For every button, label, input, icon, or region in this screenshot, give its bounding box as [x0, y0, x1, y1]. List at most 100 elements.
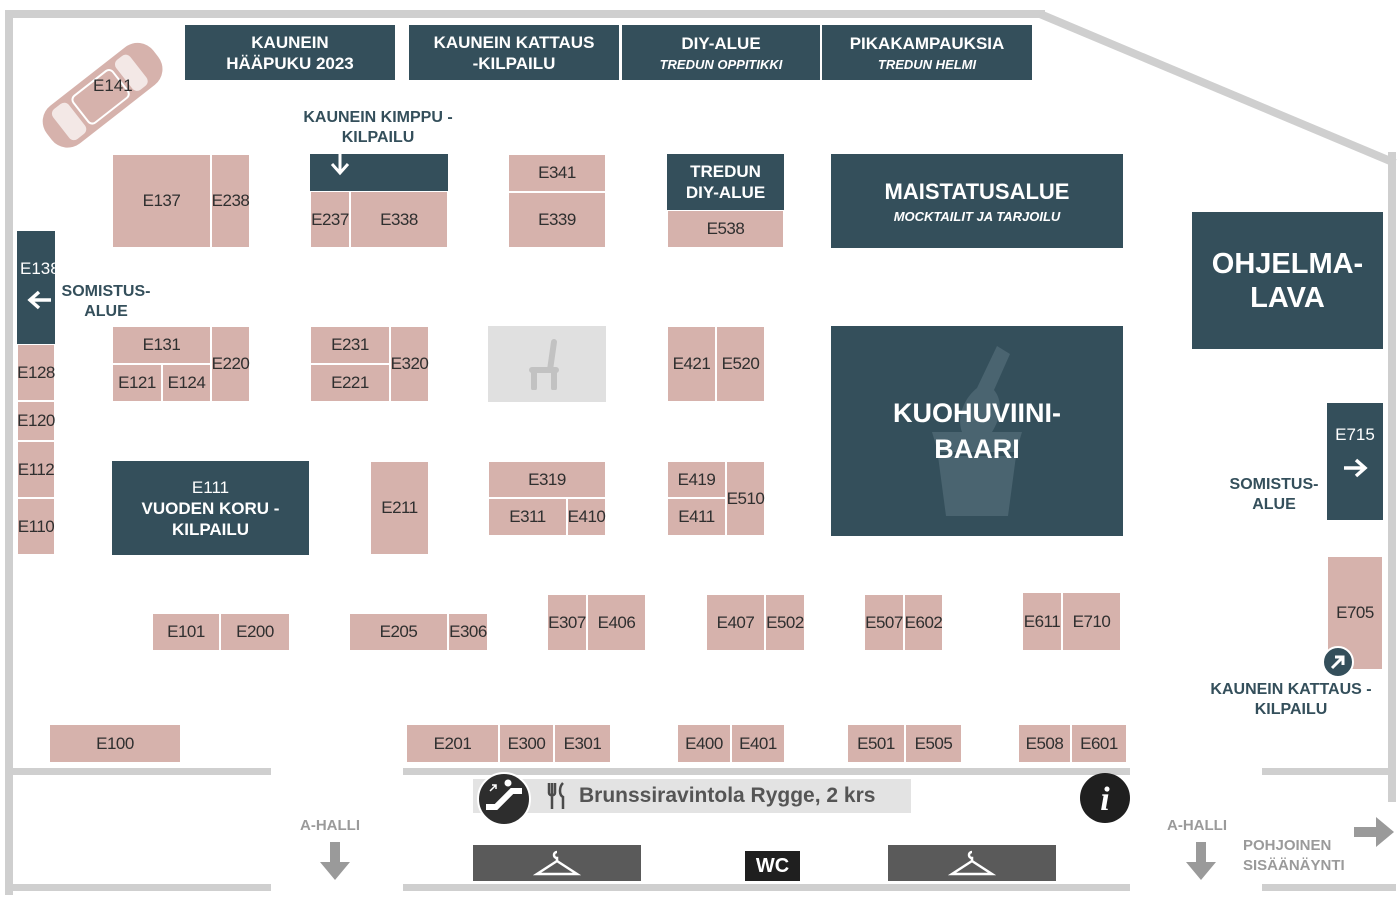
- stand-E141[interactable]: E141: [93, 76, 133, 95]
- hanger-icon: [533, 850, 581, 876]
- stand-E319[interactable]: E319: [488, 461, 606, 498]
- stand-E411[interactable]: E411: [667, 498, 726, 536]
- wall-diagonal: [1038, 10, 1397, 167]
- vuoden-koru-code: E111: [191, 477, 230, 497]
- wall-left: [5, 10, 13, 895]
- stand-E419[interactable]: E419: [667, 461, 726, 498]
- kuohuviini-label: KUOHUVIINI- BAARI: [893, 398, 1061, 464]
- stand-E407[interactable]: E407: [706, 594, 765, 651]
- stand-E131[interactable]: E131: [112, 326, 211, 364]
- stand-E201[interactable]: E201: [406, 724, 499, 763]
- area-E138[interactable]: E138: [17, 231, 60, 344]
- wall-bottom-right-upper: [1262, 768, 1396, 775]
- stand-E301[interactable]: E301: [554, 724, 611, 763]
- entrance-label: POHJOINEN SISÄÄNÄYNTI: [1243, 837, 1345, 874]
- stand-E520[interactable]: E520: [716, 326, 765, 402]
- a-halli-left-label: A-HALLI: [300, 817, 360, 834]
- stand-E320[interactable]: E320: [390, 326, 429, 402]
- banner-kattaus-title: KAUNEIN KATTAUS -KILPAILU: [433, 32, 595, 73]
- cloakroom-right[interactable]: [888, 845, 1056, 881]
- kattaus-right-label: KAUNEIN KATTAUS -KILPAILU: [1210, 681, 1372, 718]
- stand-E221[interactable]: E221: [310, 364, 390, 402]
- info-icon[interactable]: i: [1079, 772, 1131, 824]
- stand-E300[interactable]: E300: [499, 724, 554, 763]
- wall-right: [1388, 152, 1396, 802]
- stand-E507[interactable]: E507: [864, 594, 904, 651]
- arrow-left-icon: [27, 290, 51, 310]
- stand-E220[interactable]: E220: [211, 326, 250, 402]
- banner-kattaus[interactable]: KAUNEIN KATTAUS -KILPAILU: [409, 25, 619, 80]
- stand-E110[interactable]: E110: [17, 498, 55, 555]
- restaurant-bar[interactable]: [473, 779, 911, 813]
- kimppu-area[interactable]: [310, 152, 448, 191]
- stand-E508[interactable]: E508: [1018, 724, 1071, 763]
- maistatus-subtitle: MOCKTAILIT JA TARJOILU: [893, 208, 1061, 224]
- stand-E406[interactable]: E406: [587, 594, 646, 651]
- stand-E306[interactable]: E306: [448, 613, 488, 651]
- stand-E421[interactable]: E421: [667, 326, 716, 402]
- bottle-bucket-icon: [932, 346, 1022, 516]
- vuoden-koru-area[interactable]: E111 VUODEN KORU -KILPAILU: [112, 461, 309, 555]
- banner-haapuku-title: KAUNEIN HÄÄPUKU 2023: [226, 32, 354, 73]
- stand-E538[interactable]: E538: [667, 210, 784, 248]
- stand-E311[interactable]: E311: [488, 498, 567, 536]
- arrow-grey-down-icon: [1186, 842, 1216, 880]
- stand-E211[interactable]: E211: [370, 461, 429, 555]
- stand-E339[interactable]: E339: [508, 192, 606, 248]
- seating-area: [488, 326, 606, 402]
- arrow-up-right-icon: [1322, 646, 1354, 678]
- stand-E307[interactable]: E307: [547, 594, 587, 651]
- wall-bottom-mid-upper: [403, 768, 1130, 775]
- stand-E338[interactable]: E338: [350, 191, 448, 248]
- wc-label[interactable]: WC: [745, 851, 800, 881]
- stand-E401[interactable]: E401: [731, 724, 785, 763]
- vuoden-koru-title: VUODEN KORU -KILPAILU: [141, 498, 280, 539]
- wall-top: [5, 10, 1045, 18]
- stand-E101[interactable]: E101: [152, 613, 220, 651]
- ohjelma-lava[interactable]: OHJELMA- LAVA: [1192, 212, 1383, 349]
- area-E715[interactable]: E715: [1327, 403, 1383, 520]
- stand-E237[interactable]: E237: [310, 191, 350, 248]
- stand-E341[interactable]: E341: [508, 154, 606, 192]
- banner-haapuku[interactable]: KAUNEIN HÄÄPUKU 2023: [185, 25, 395, 80]
- stand-E120[interactable]: E120: [17, 401, 55, 441]
- cloakroom-left[interactable]: [473, 845, 641, 881]
- stand-E100[interactable]: E100: [49, 724, 181, 763]
- stand-E710[interactable]: E710: [1062, 592, 1121, 651]
- stand-E400[interactable]: E400: [677, 724, 731, 763]
- stand-E205[interactable]: E205: [349, 613, 448, 651]
- stand-E124[interactable]: E124: [162, 364, 211, 402]
- chair-icon: [529, 339, 559, 390]
- area-E715-code: E715: [1335, 424, 1375, 444]
- stand-E200[interactable]: E200: [220, 613, 290, 651]
- stand-E505[interactable]: E505: [905, 724, 962, 763]
- kuohuviini-baari[interactable]: KUOHUVIINI- BAARI: [831, 326, 1123, 536]
- banner-diy-subtitle: TREDUN OPPITIKKI: [659, 56, 783, 72]
- maistatus-area[interactable]: MAISTATUSALUE MOCKTAILIT JA TARJOILU: [831, 154, 1123, 248]
- somistus-right-label: SOMISTUS- ALUE: [1229, 476, 1319, 513]
- cutlery-icon: [547, 782, 565, 809]
- stand-E128[interactable]: E128: [17, 344, 55, 401]
- stand-E137[interactable]: E137: [112, 154, 211, 248]
- banner-pika-subtitle: TREDUN HELMI: [877, 56, 977, 72]
- area-E138-code: E138: [20, 259, 60, 278]
- tredun-diy-area[interactable]: TREDUN DIY-ALUE: [667, 154, 784, 210]
- stand-E410[interactable]: E410: [567, 498, 606, 536]
- somistus-left-label: SOMISTUS- ALUE: [61, 283, 151, 320]
- stand-E502[interactable]: E502: [765, 594, 805, 651]
- stand-E121[interactable]: E121: [112, 364, 162, 402]
- stand-E602[interactable]: E602: [904, 594, 943, 651]
- a-halli-right-label: A-HALLI: [1167, 817, 1227, 834]
- stand-E501[interactable]: E501: [847, 724, 905, 763]
- stand-E601[interactable]: E601: [1071, 724, 1127, 763]
- stand-E611[interactable]: E611: [1022, 592, 1062, 651]
- stand-E238[interactable]: E238: [211, 154, 250, 248]
- wall-bottom-left-upper: [5, 768, 271, 775]
- stand-E112[interactable]: E112: [17, 441, 55, 498]
- hanger-icon: [948, 850, 996, 876]
- maistatus-title: MAISTATUSALUE: [884, 178, 1070, 204]
- stand-E510[interactable]: E510: [726, 461, 765, 536]
- stand-E231[interactable]: E231: [310, 326, 390, 364]
